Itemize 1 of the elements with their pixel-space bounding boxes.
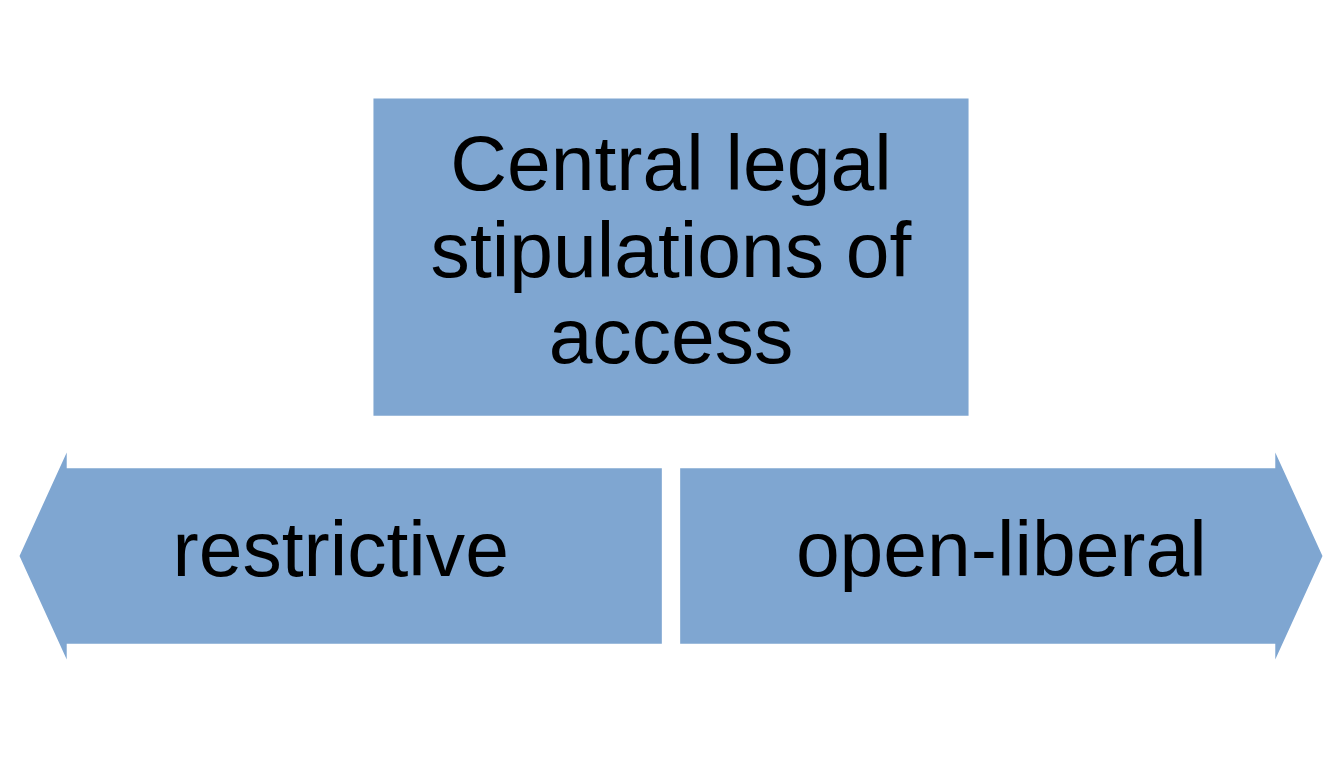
node-box: Central legal stipulations of access <box>373 98 969 416</box>
